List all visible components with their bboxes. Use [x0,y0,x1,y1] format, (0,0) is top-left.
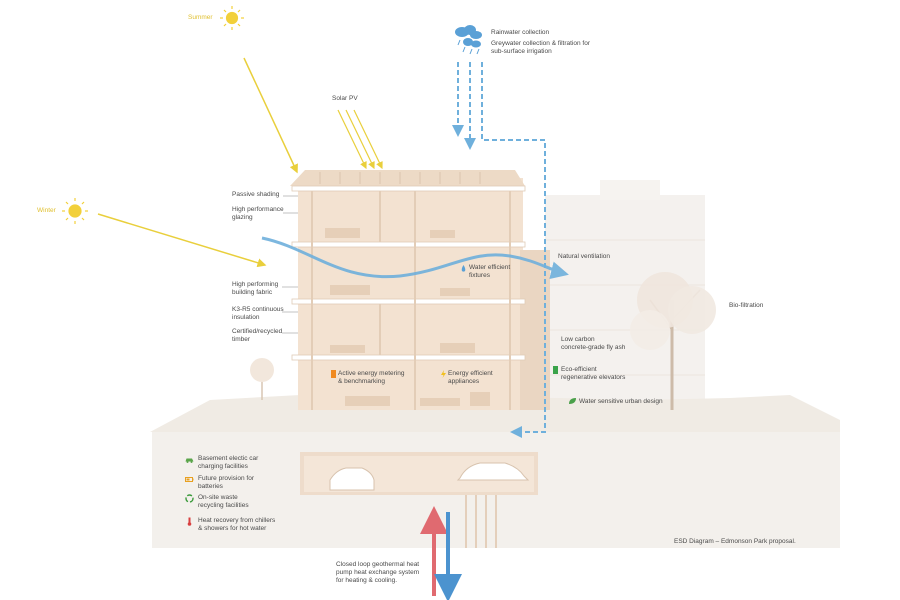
legend-item-heat-recovery: Heat recovery from chillers & showers fo… [185,517,275,532]
natural-ventilation-flow [261,236,569,280]
low-carbon-label: Low carbon concrete-grade fly ash [561,336,626,351]
winter-label: Winter [37,207,56,214]
solar-pv-label: Solar PV [332,95,358,102]
roof [290,170,525,186]
legend-text: Future provision for batteries [198,475,254,490]
leader-lines [282,195,298,334]
floor-slabs [291,185,526,361]
appliances-label: Energy efficient appliances [448,370,493,385]
rainwater-flow [452,62,546,438]
legend-item-recycling: On-site waste recycling facilities [185,494,249,509]
water-fixtures-label: Water efficient fixtures [469,264,511,279]
partitions [311,191,511,410]
insulation-label: K3-R5 continuous insulation [232,306,284,321]
timber-label: Certified/recycled timber [232,328,283,343]
bio-filtration-label: Bio-filtration [729,302,764,309]
solar-pv-rays [337,109,383,170]
basement-car [456,462,530,481]
energy-meter-icon [331,370,336,378]
winter-ray [97,213,267,268]
summer-ray [243,57,298,174]
natural-ventilation-label: Natural ventilation [558,253,611,260]
background-building [600,180,660,200]
summer-sun-icon [220,6,244,30]
foundation-piles [465,495,497,548]
legend-item-batteries: Future provision for batteries [185,475,254,490]
basement-car [329,467,375,491]
wsud-label: Water sensitive urban design [579,398,663,405]
leaf-icon [569,398,576,404]
legend-text: Basement electic car charging facilities [198,455,259,470]
rainwater-label: Rainwater collection [491,29,550,36]
glazing-label: High performance glazing [232,206,284,221]
legend-item-ev-charging: Basement electic car charging facilities [185,455,258,470]
building-fabric-label: High performing building fabric [232,281,279,296]
solar-panels [319,172,481,184]
passive-shading-label: Passive shading [232,191,280,198]
elevator-icon [553,366,558,374]
lightning-icon [441,370,446,378]
winter-sun-icon [62,198,88,224]
background-building-lines [545,239,705,376]
energy-metering-label: Active energy metering & benchmarking [338,370,405,385]
legend-text: Heat recovery from chillers & showers fo… [198,517,276,532]
small-tree-left [250,358,274,400]
elevators-label: Eco-efficient regenerative elevators [561,366,626,381]
large-tree-right [630,272,716,410]
legend-text: On-site waste recycling facilities [198,494,249,509]
recycle-icon [185,494,194,503]
caption: ESD Diagram – Edmonson Park proposal. [674,538,796,545]
rain-cloud-icon [455,25,482,55]
geothermal-label: Closed loop geothermal heat pump heat ex… [336,561,420,584]
water-drop-icon [461,265,466,272]
greywater-label: Greywater collection & filtration for su… [491,40,590,55]
battery-icon [185,477,194,482]
thermometer-icon [187,517,192,526]
furniture [325,228,490,406]
summer-label: Summer [188,14,213,21]
car-icon [185,458,194,463]
